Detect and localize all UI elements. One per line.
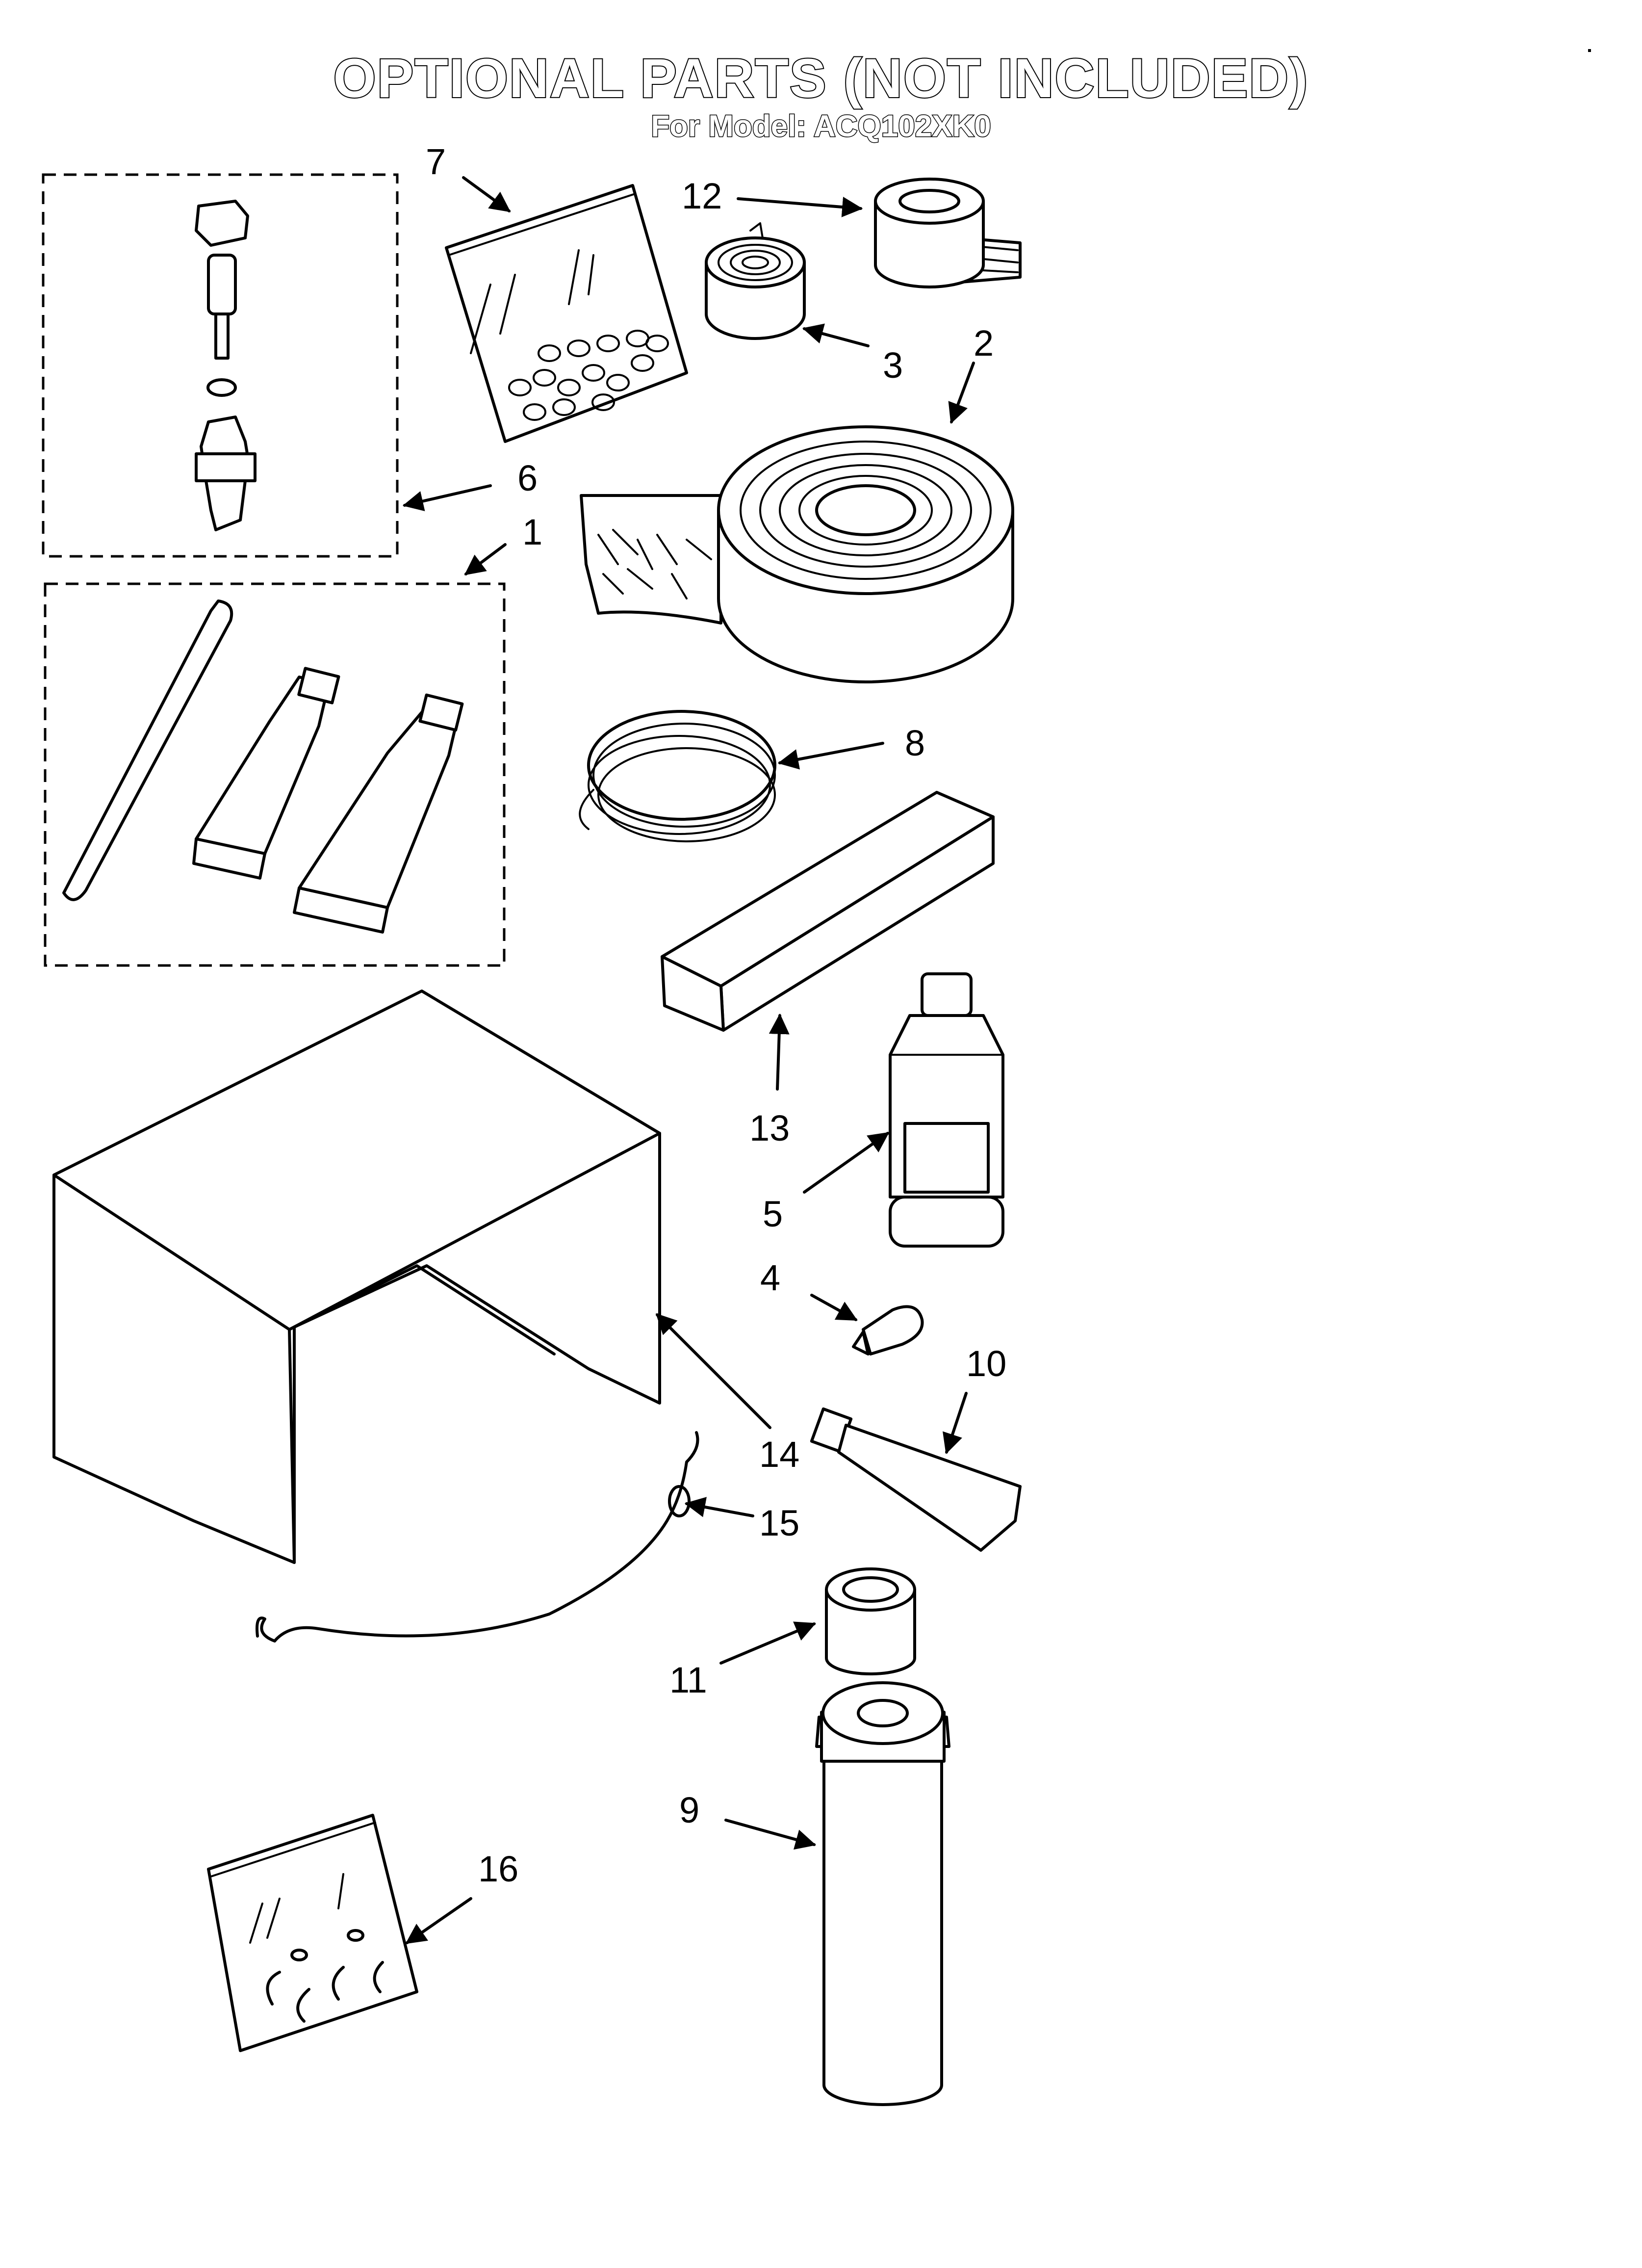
model-subtitle: For Model: ACQ102XK0 <box>650 109 992 144</box>
callout-4: 4 <box>760 1257 780 1298</box>
callout-10: 10 <box>966 1343 1006 1384</box>
callout-3: 3 <box>883 345 903 386</box>
corner-mark <box>1588 49 1591 52</box>
callout-1: 1 <box>522 512 542 552</box>
leader-lines <box>402 176 975 1944</box>
large-tape-roll-icon <box>580 425 1014 683</box>
callout-5: 5 <box>763 1194 783 1234</box>
cleaner-bottle-icon <box>889 972 1004 1248</box>
bag-of-clips-icon <box>207 1814 418 2052</box>
ear-plug-icon <box>852 1305 924 1356</box>
callout-7: 7 <box>426 141 446 182</box>
tie-cord-icon <box>256 1431 699 1642</box>
callout-6: 6 <box>517 458 538 498</box>
tape-roll-icon <box>874 178 1022 288</box>
wire-coil-icon <box>579 710 776 842</box>
spray-can-icon <box>815 1681 950 2106</box>
grease-tube-icon <box>810 1407 1022 1552</box>
sealant-tubes-icon <box>44 582 506 967</box>
callout-11: 11 <box>669 1660 707 1700</box>
drain-adapter-icon <box>825 1567 916 1675</box>
callout-13: 13 <box>749 1108 790 1148</box>
callout-8: 8 <box>905 723 925 763</box>
callout-2: 2 <box>974 323 994 364</box>
cover-icon <box>52 990 661 1564</box>
foam-tape-roll-icon <box>705 222 806 340</box>
service-valve-kit-icon <box>42 173 399 558</box>
callout-12: 12 <box>682 176 722 216</box>
foam-strip-icon <box>661 791 995 1032</box>
page-title: OPTIONAL PARTS (NOT INCLUDED) <box>333 47 1309 110</box>
callout-14: 14 <box>759 1434 799 1475</box>
callout-15: 15 <box>759 1503 799 1543</box>
callout-16: 16 <box>478 1849 518 1889</box>
callout-9: 9 <box>679 1790 699 1830</box>
bag-of-screws-icon <box>445 184 688 443</box>
